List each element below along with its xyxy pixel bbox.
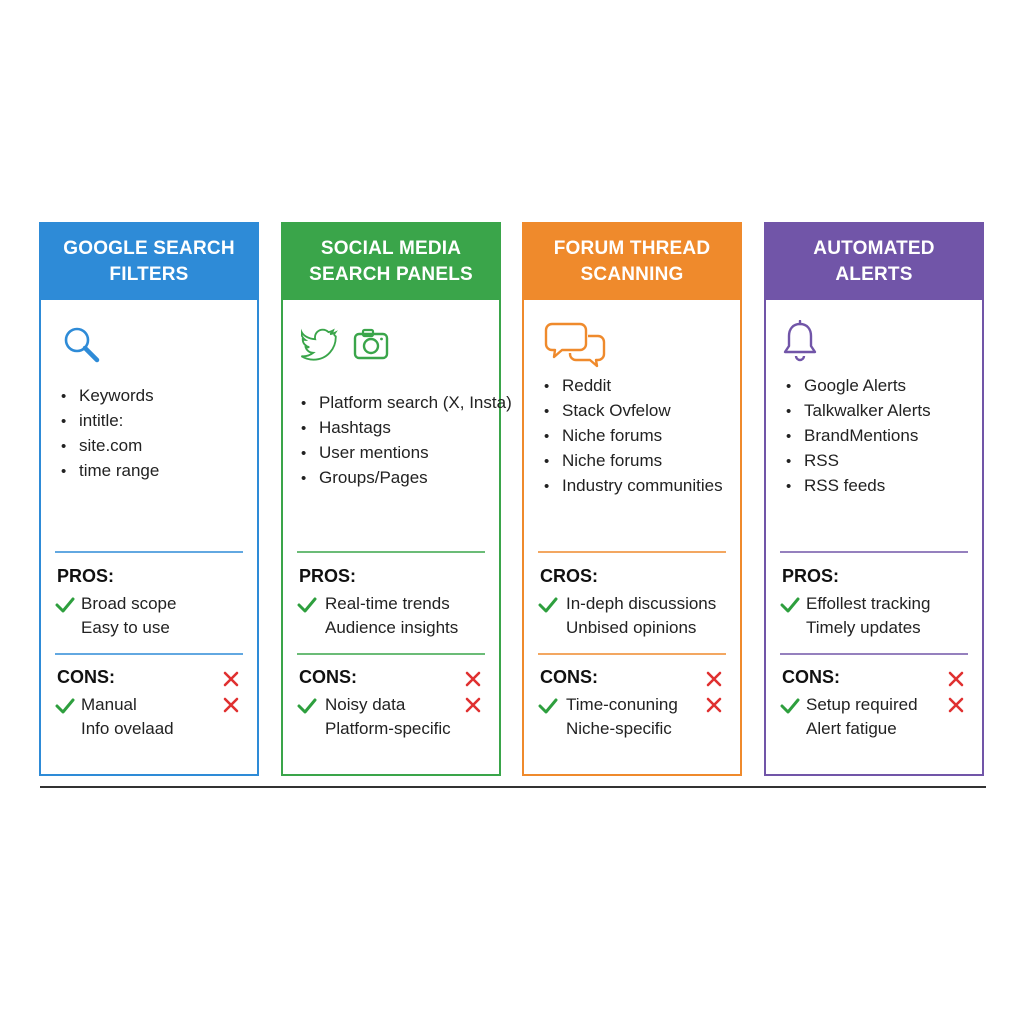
feature-list: Google Alerts Talkwalker Alerts BrandMen… <box>786 374 978 499</box>
pros-item: Audience insights <box>325 618 459 637</box>
cross-icon <box>223 697 239 713</box>
list-item: RSS <box>786 449 978 474</box>
cross-icon <box>223 671 239 687</box>
pros-item: Easy to use <box>81 618 170 637</box>
check-icon <box>297 597 317 613</box>
pros-title: PROS: <box>57 566 115 586</box>
list-item: Stack Ovfelow <box>544 399 736 424</box>
feature-list: Platform search (X, Insta) Hashtags User… <box>301 391 512 491</box>
divider <box>297 551 485 553</box>
cross-icon <box>706 697 722 713</box>
list-item: Niche forums <box>544 424 736 449</box>
list-item: BrandMentions <box>786 424 978 449</box>
feature-list: Keywords intitle: site.com time range <box>61 384 253 484</box>
cons-item: Setup required <box>806 695 918 714</box>
cross-icon <box>948 697 964 713</box>
list-item: Hashtags <box>301 416 495 441</box>
list-item: Reddit <box>544 374 736 399</box>
cons-title: CONS: <box>57 667 115 687</box>
pros-item: Effollest tracking <box>806 594 931 613</box>
list-item: intitle: <box>61 409 253 434</box>
card-social-media-search-panels: SOCIAL MEDIA SEARCH PANELS Platform sear… <box>281 222 512 776</box>
cons-title: CONS: <box>540 667 598 687</box>
divider <box>55 653 243 655</box>
divider <box>780 551 968 553</box>
cons-item: Manual <box>81 695 137 714</box>
pros-item: Real-time trends <box>325 594 450 613</box>
list-item: Google Alerts <box>786 374 978 399</box>
list-item: User mentions <box>301 441 495 466</box>
cons-item: Time-conuning <box>566 695 678 714</box>
card-automated-alerts: AUTOMATED ALERTS Google Alerts Talkwalke… <box>764 222 984 776</box>
card-google-search-filters: GOOGLE SEARCH FILTERS Keywords intitle: … <box>39 222 259 776</box>
list-item: site.com <box>61 434 253 459</box>
cons-item: Noisy data <box>325 695 406 714</box>
search-icon <box>64 327 100 363</box>
list-item: Groups/Pages <box>301 466 495 491</box>
baseline-divider <box>40 786 986 788</box>
pros-title: PROS: <box>299 566 357 586</box>
cons-title: CONS: <box>782 667 840 687</box>
cross-icon <box>948 671 964 687</box>
camera-icon <box>353 328 389 360</box>
check-icon <box>297 698 317 714</box>
cons-title: CONS: <box>299 667 357 687</box>
check-icon <box>55 698 75 714</box>
list-item: RSS feeds <box>786 474 978 499</box>
bell-icon <box>783 320 817 362</box>
divider <box>538 653 726 655</box>
cons-item: Info ovelaad <box>81 719 174 738</box>
list-item: Platform search (X, Insta) <box>301 391 512 416</box>
check-icon <box>55 597 75 613</box>
feature-list: Reddit Stack Ovfelow Niche forums Niche … <box>544 374 736 499</box>
card-title: FORUM THREAD SCANNING <box>524 224 740 300</box>
cons-item: Alert fatigue <box>806 719 897 738</box>
list-item: Keywords <box>61 384 253 409</box>
pros-title: CROS: <box>540 566 598 586</box>
divider <box>538 551 726 553</box>
chat-bubbles-icon <box>544 322 606 368</box>
pros-item: Unbised opinions <box>566 618 697 637</box>
list-item: Industry communities <box>544 474 736 499</box>
divider <box>780 653 968 655</box>
card-forum-thread-scanning: FORUM THREAD SCANNING Reddit Stack Ovfel… <box>522 222 742 776</box>
check-icon <box>780 597 800 613</box>
card-title: GOOGLE SEARCH FILTERS <box>41 224 257 300</box>
card-title: SOCIAL MEDIA SEARCH PANELS <box>283 224 499 300</box>
twitter-bird-icon <box>301 328 338 361</box>
check-icon <box>780 698 800 714</box>
divider <box>55 551 243 553</box>
check-icon <box>538 698 558 714</box>
cross-icon <box>465 671 481 687</box>
pros-item: Timely updates <box>806 618 921 637</box>
card-title: AUTOMATED ALERTS <box>766 224 982 300</box>
list-item: Niche forums <box>544 449 736 474</box>
cons-item: Platform-specific <box>325 719 451 738</box>
list-item: Talkwalker Alerts <box>786 399 978 424</box>
cross-icon <box>706 671 722 687</box>
cons-item: Niche-specific <box>566 719 672 738</box>
cross-icon <box>465 697 481 713</box>
pros-title: PROS: <box>782 566 840 586</box>
list-item: time range <box>61 459 253 484</box>
check-icon <box>538 597 558 613</box>
divider <box>297 653 485 655</box>
pros-item: Broad scope <box>81 594 177 613</box>
pros-item: In-deph discussions <box>566 594 717 613</box>
